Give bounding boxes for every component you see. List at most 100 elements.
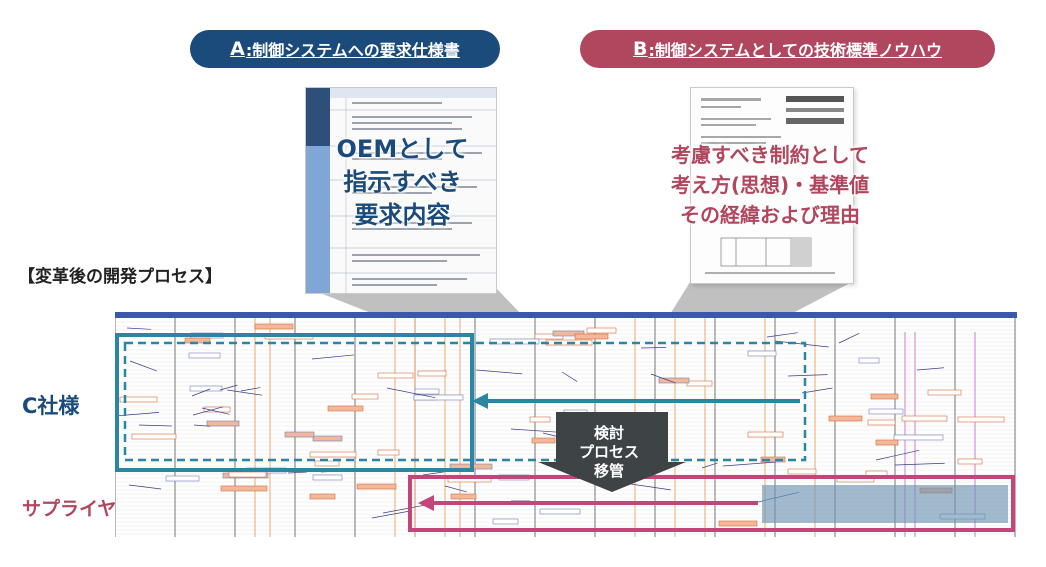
transfer-line: プロセス (578, 443, 639, 461)
gantt-task (760, 456, 786, 463)
gantt-task (901, 415, 948, 422)
gantt-task (220, 485, 268, 492)
gantt-task (531, 437, 556, 444)
gantt-task (867, 419, 896, 426)
gantt-task (414, 388, 440, 395)
gantt-task (492, 518, 519, 525)
gantt-task (312, 435, 343, 442)
gantt-task (939, 513, 986, 520)
gantt-task (868, 408, 904, 415)
gantt-task (586, 327, 617, 334)
gantt-connector (801, 387, 833, 394)
caption-line: 考慮すべき制約として (671, 143, 869, 167)
gantt-task (552, 330, 585, 337)
process-transfer-label: 検討 プロセス 移管 (560, 424, 658, 481)
gantt-task (870, 393, 899, 400)
gantt-task (919, 487, 953, 494)
gantt-task (893, 434, 944, 441)
gantt-task (747, 350, 777, 357)
gantt-task (450, 493, 477, 500)
gantt-task (828, 415, 863, 422)
gantt-task (747, 431, 784, 438)
oem-requirement-caption: OEMとして 指示すべき 要求内容 (300, 133, 505, 232)
spec-document-thumbnail (306, 88, 496, 293)
label-letter-a: A (230, 38, 245, 60)
gantt-task (327, 405, 364, 412)
gantt-task (188, 352, 221, 359)
gantt-task (539, 508, 581, 515)
label-text-a: :制御システムへの要求仕様書 (245, 41, 460, 60)
gantt-task (314, 460, 340, 467)
gantt-task (264, 333, 314, 340)
gantt-task (489, 338, 540, 345)
label-text-b: :制御システムとしての技術標準ノウハウ (648, 41, 942, 60)
gantt-task (413, 394, 464, 401)
gantt-task (190, 332, 224, 339)
gantt-task (787, 468, 817, 475)
gantt-task (498, 474, 530, 481)
gantt-task (184, 337, 211, 344)
gantt-task (284, 431, 315, 438)
caption-line: 要求内容 (354, 201, 451, 229)
gantt-task (309, 451, 357, 458)
gantt-task (957, 416, 1005, 423)
caption-line: 考え方(思想)・基準値 (670, 173, 870, 197)
gantt-task (625, 413, 658, 420)
gantt-task (351, 393, 379, 400)
gantt-connector (128, 484, 162, 490)
constraint-caption: 考慮すべき制約として 考え方(思想)・基準値 その経緯および理由 (615, 140, 925, 230)
technical-standard-document (690, 87, 854, 284)
standard-document-thumbnail (691, 88, 853, 283)
gantt-task (836, 476, 875, 483)
gantt-connector (701, 462, 718, 469)
gantt-task (119, 396, 158, 403)
gantt-task (356, 483, 397, 490)
gantt-task (228, 471, 267, 478)
gantt-task (377, 449, 400, 456)
gantt-task (447, 476, 492, 483)
gantt-task (529, 416, 551, 423)
gantt-task (718, 520, 758, 527)
gantt-task (417, 370, 447, 377)
gantt-task (875, 439, 899, 446)
gantt-connector (838, 332, 860, 344)
gantt-task (927, 389, 962, 396)
gantt-connector (722, 461, 776, 467)
caption-line: その経緯および理由 (680, 203, 860, 227)
row-label-client: C社様 (22, 394, 80, 418)
caption-line: 指示すべき (343, 168, 462, 196)
gantt-connector (371, 510, 411, 519)
gantt-connector (894, 462, 945, 466)
requirement-spec-label: A:制御システムへの要求仕様書 (190, 30, 500, 68)
gantt-task (254, 323, 294, 330)
transfer-line: 移管 (593, 462, 624, 480)
gantt-task (545, 339, 593, 346)
gantt-task (574, 333, 609, 340)
gantt-task (309, 493, 336, 500)
gantt-connector (766, 332, 798, 338)
gantt-task (957, 458, 983, 465)
technical-standard-label: B:制御システムとしての技術標準ノウハウ (580, 30, 995, 68)
gantt-task (534, 333, 564, 340)
gantt-task (206, 420, 240, 427)
requirement-spec-document (305, 87, 497, 294)
gantt-task (165, 475, 200, 482)
gantt-connector (126, 327, 152, 330)
caption-line: OEMとして (336, 135, 469, 163)
gantt-task (377, 372, 414, 379)
process-title: 【変革後の開発プロセス】 (18, 267, 222, 287)
gantt-task (858, 357, 880, 364)
gantt-task (563, 409, 588, 416)
gantt-header-bar (115, 312, 1017, 318)
gantt-task (686, 380, 713, 387)
gantt-connector (287, 471, 308, 474)
transfer-line: 検討 (593, 424, 624, 442)
label-letter-b: B (633, 38, 648, 60)
gantt-task (131, 433, 177, 440)
gantt-task (312, 474, 343, 481)
gantt-connector (875, 449, 920, 461)
gantt-task (865, 470, 888, 477)
gantt-task (449, 463, 493, 470)
gantt-connector (916, 367, 945, 371)
row-label-supplier: サプライヤー (22, 498, 136, 520)
